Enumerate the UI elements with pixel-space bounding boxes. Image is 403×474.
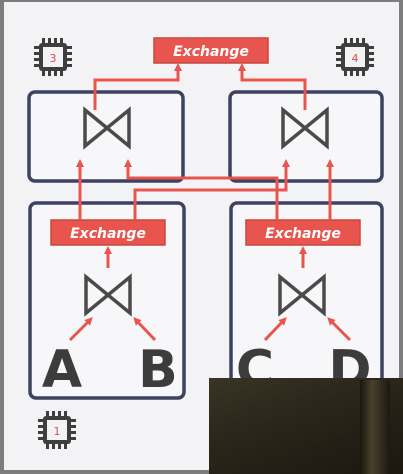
left-exchange-label: Exchange bbox=[70, 226, 146, 242]
cpu-chip-icon-3: 3 bbox=[34, 38, 72, 76]
arrow-a-to-join bbox=[68, 317, 93, 342]
arrow-left-exchange-to-upper-right bbox=[133, 159, 290, 220]
chip-1-label: 1 bbox=[54, 425, 61, 438]
arrow-b-to-join bbox=[133, 317, 157, 342]
top-exchange-label: Exchange bbox=[173, 44, 249, 60]
relation-b: B bbox=[138, 340, 178, 400]
left-exchange-box: Exchange bbox=[50, 219, 166, 246]
arrow-right-exchange-to-upper-left bbox=[124, 159, 279, 220]
flow-arrows bbox=[68, 63, 352, 342]
cpu-chip-icon-1: 1 bbox=[38, 411, 76, 449]
right-exchange-label: Exchange bbox=[265, 226, 341, 242]
right-exchange-box: Exchange bbox=[245, 219, 361, 246]
top-exchange-box: Exchange bbox=[153, 37, 269, 64]
arrow-d-to-join bbox=[327, 317, 352, 342]
webcam-overlay-edge bbox=[360, 380, 390, 474]
relation-a: A bbox=[42, 340, 82, 400]
chip-4-label: 4 bbox=[352, 52, 359, 65]
arrow-c-to-join bbox=[263, 317, 287, 342]
upper-left-node-box bbox=[27, 90, 185, 183]
lower-left-node-box bbox=[28, 201, 186, 400]
chip-3-label: 3 bbox=[50, 52, 57, 65]
arrow-upper-right-to-top-exchange bbox=[238, 63, 307, 110]
arrow-upper-left-to-top-exchange bbox=[93, 63, 182, 110]
cpu-chip-icon-4: 4 bbox=[336, 38, 374, 76]
